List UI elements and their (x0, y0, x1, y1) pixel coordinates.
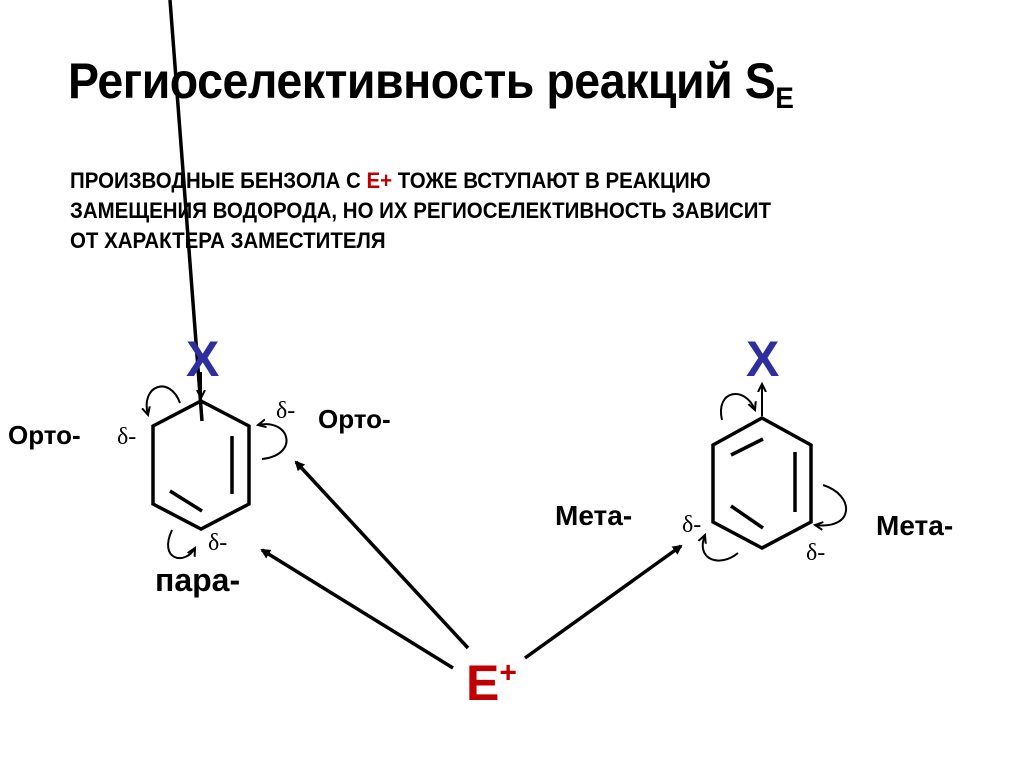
desc-text: ТОЖЕ ВСТУПАЮТ В РЕАКЦИЮ (392, 168, 711, 193)
attack-arrow-ortho (294, 460, 470, 650)
desc-text: ПРОИЗВОДНЫЕ БЕНЗОЛА С (70, 168, 367, 193)
attack-arrow-para (260, 548, 454, 670)
label-ortho-left: Орто- (8, 420, 81, 450)
curved-arrow (719, 393, 755, 421)
description-line-1: ПРОИЗВОДНЫЕ БЕНЗОЛА С Е+ ТОЖЕ ВСТУПАЮТ В… (70, 166, 771, 196)
charge-delta: δ- (276, 398, 296, 424)
right-substituent-x: X (746, 331, 780, 387)
description-line-3: ОТ ХАРАКТЕРА ЗАМЕСТИТЕЛЯ (70, 228, 386, 253)
electrophile-inline: Е+ (366, 168, 393, 193)
left-substituent-x: X (186, 331, 220, 387)
electrophile-symbol: E (466, 655, 500, 711)
curved-arrow (258, 424, 288, 460)
electrophile-charge: + (499, 656, 517, 690)
title-subscript: E (775, 82, 794, 115)
label-ortho-right: Орто- (318, 404, 391, 434)
slide-title: Региоселективность реакций SE (68, 52, 794, 116)
left-benzene-ring (151, 0, 251, 531)
label-para: пара- (155, 562, 241, 598)
charge-delta: δ- (208, 530, 228, 556)
label-meta-left: Мета- (555, 500, 633, 531)
curved-arrow (703, 535, 739, 562)
charge-delta: δ- (117, 424, 137, 450)
label-meta-right: Мета- (876, 510, 954, 541)
title-text: Региоселективность реакций S (68, 53, 776, 109)
curved-arrow (167, 529, 195, 560)
electrophile-label: E+ (466, 654, 517, 712)
charge-delta: δ- (806, 540, 826, 566)
attack-arrow-meta (523, 544, 683, 660)
charge-delta: δ- (682, 512, 702, 538)
curved-arrow (147, 385, 181, 415)
curved-arrow (815, 484, 848, 525)
right-benzene-ring (711, 416, 813, 550)
